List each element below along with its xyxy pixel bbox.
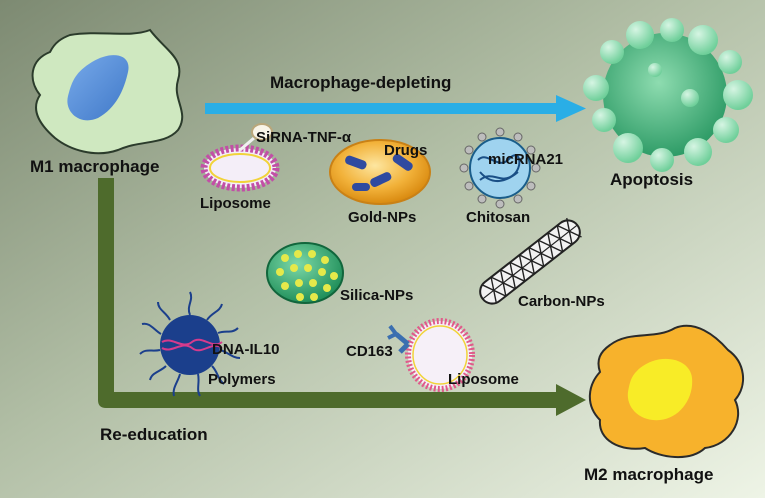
silica-nps-label: Silica-NPs: [340, 287, 413, 304]
depleting-arrow: [205, 95, 586, 122]
silica-nanoparticle: [266, 242, 344, 304]
gold-nanoparticle: [329, 139, 431, 205]
cd163-label: CD163: [346, 343, 393, 360]
m1-macrophage-cell: [31, 28, 184, 155]
polymers-label: Polymers: [208, 371, 276, 388]
apoptosis-cell: [583, 18, 753, 172]
carbon-nps-label: Carbon-NPs: [518, 293, 605, 310]
dna-il10-label: DNA-IL10: [212, 341, 280, 358]
liposome-cd163-particle: [387, 318, 475, 392]
sirna-tnf-label: SiRNA-TNF-α: [256, 129, 352, 146]
polymer-particle: [139, 291, 241, 397]
liposome-top-label: Liposome: [200, 195, 271, 212]
liposome-sirna-particle: [200, 123, 280, 192]
m1-macrophage-label: M1 macrophage: [30, 157, 159, 176]
liposome-bottom-label: Liposome: [448, 371, 519, 388]
re-education-label: Re-education: [100, 425, 208, 444]
reeducation-arrow: [98, 178, 586, 416]
m2-macrophage-label: M2 macrophage: [584, 465, 713, 484]
apoptosis-label: Apoptosis: [610, 170, 693, 189]
chitosan-label: Chitosan: [466, 209, 530, 226]
drugs-label: Drugs: [384, 142, 427, 159]
gold-nps-label: Gold-NPs: [348, 209, 416, 226]
chitosan-particle: [459, 127, 541, 209]
carbon-nanotube: [479, 217, 582, 305]
m2-macrophage-cell: [588, 324, 744, 459]
macrophage-depleting-label: Macrophage-depleting: [270, 73, 451, 92]
micrna21-label: micRNA21: [488, 151, 563, 168]
